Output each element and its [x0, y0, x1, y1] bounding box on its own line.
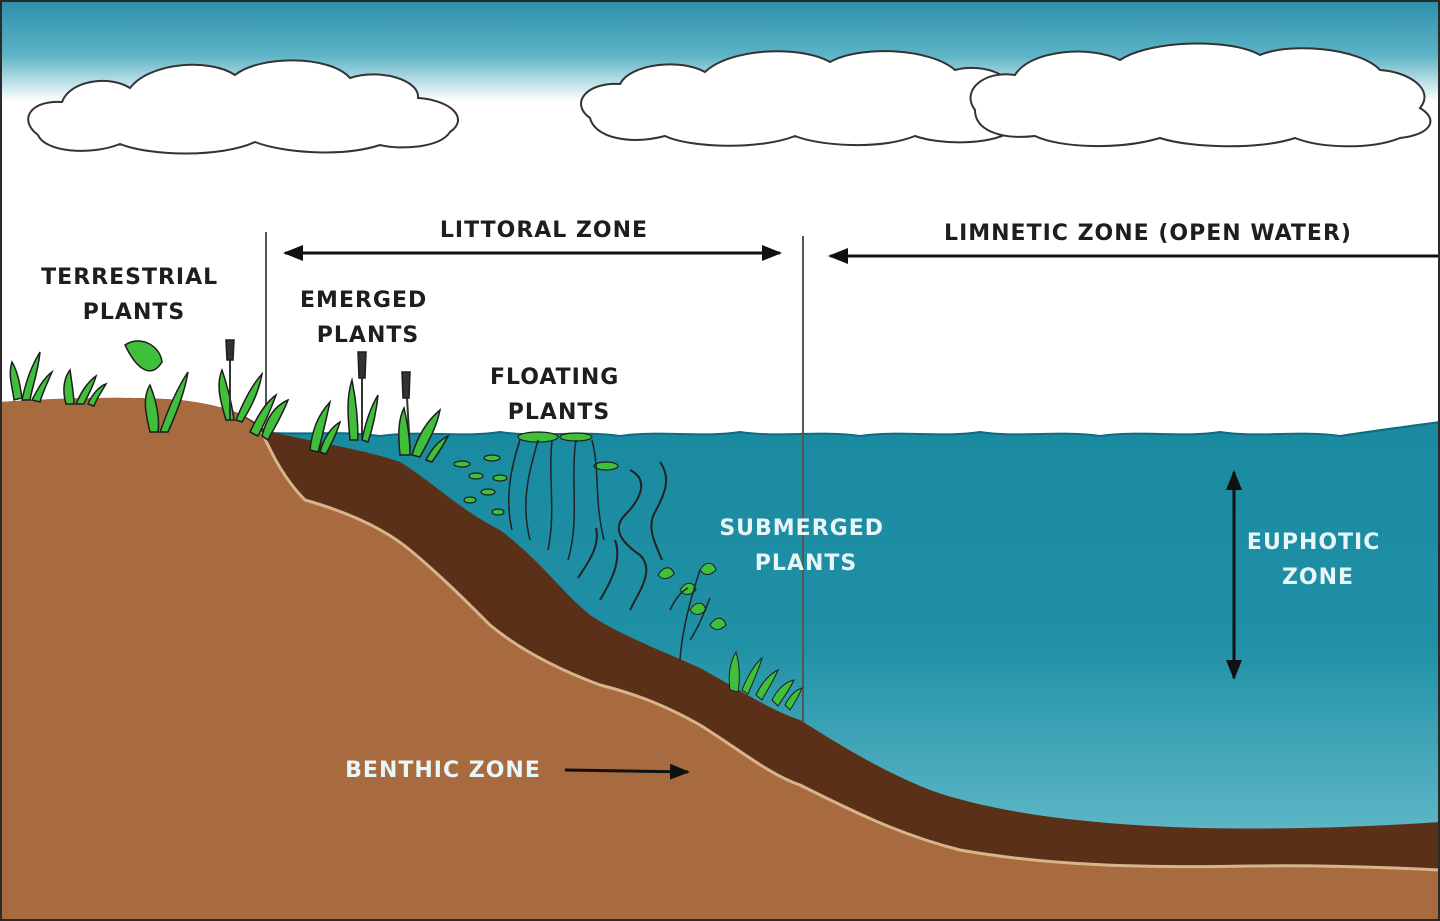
floating-plants-label: FLOATING PLANTS	[490, 365, 628, 425]
limnetic-zone-label: LIMNETIC ZONE (OPEN WATER)	[944, 221, 1352, 246]
emerged-plants-label-line-2: PLANTS	[317, 323, 419, 348]
euphotic-zone-label: EUPHOTIC ZONE	[1247, 530, 1389, 590]
shore-soil	[0, 397, 1440, 921]
submerged-plant-branches	[669, 569, 711, 661]
benthic-zone-arrow	[564, 763, 690, 780]
littoral-zone-label: LITTORAL ZONE	[440, 218, 648, 243]
emerged-plants-label-line-1: EMERGED	[300, 288, 427, 313]
benthic-zone-label: BENTHIC ZONE	[345, 758, 541, 783]
water-surface-line	[254, 421, 1440, 438]
emerged-plants-label: EMERGED PLANTS	[300, 288, 436, 348]
cloud-left	[27, 59, 459, 155]
cloud-right	[969, 42, 1432, 148]
euphotic-zone-label-line-2: ZONE	[1282, 565, 1354, 590]
terrestrial-plants-label-line-1: TERRESTRIAL	[41, 265, 218, 290]
submerged-plants-label: SUBMERGED PLANTS	[719, 516, 892, 576]
soil-highlight-line	[260, 431, 1440, 872]
terrestrial-plants-label-line-2: PLANTS	[83, 300, 185, 325]
euphotic-zone-label-line-1: EUPHOTIC	[1247, 530, 1380, 555]
submerged-plants	[577, 461, 668, 611]
submerged-plants-label-line-2: PLANTS	[755, 551, 857, 576]
floating-plants-label-line-2: PLANTS	[508, 400, 610, 425]
terrestrial-plants	[9, 339, 290, 442]
terrestrial-plants-label: TERRESTRIAL PLANTS	[41, 265, 227, 325]
floating-plant-stems	[508, 439, 605, 561]
submerged-plant-leaves	[657, 562, 803, 711]
floating-plants-label-line-1: FLOATING	[490, 365, 619, 390]
emerged-plants	[309, 351, 450, 463]
submerged-plants-label-line-1: SUBMERGED	[719, 516, 884, 541]
